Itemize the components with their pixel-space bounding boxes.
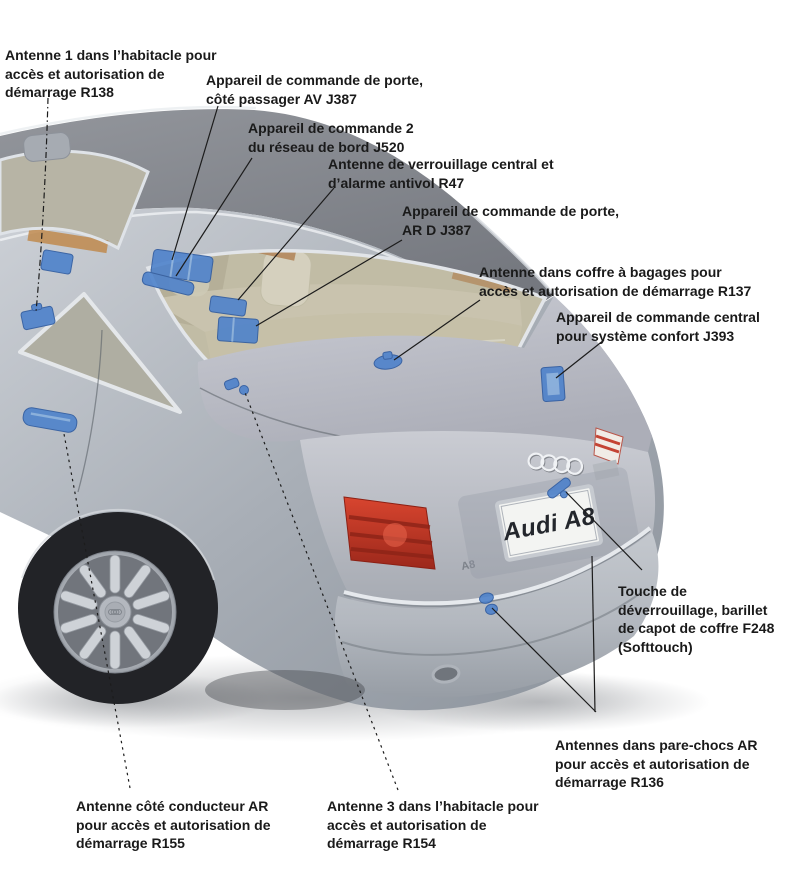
leader-line-r137 (393, 299, 481, 361)
label-line: accès et autorisation de (5, 65, 165, 82)
label-line: Antenne côté conducteur AR (76, 798, 269, 814)
label-line: pour accès et autorisation de (555, 755, 750, 772)
label-ar-d-j387: Appareil de commande de porte, AR D J387 (402, 202, 619, 239)
front-door-window (0, 132, 150, 254)
right-taillight (592, 427, 624, 481)
bumper-chrome-strip (343, 526, 652, 606)
trunk-lid (197, 296, 652, 452)
alloy-rim (53, 550, 177, 674)
label-line: démarrage R138 (5, 84, 114, 100)
label-line: pour accès et autorisation de (76, 816, 271, 833)
leader-line-r138 (35, 97, 49, 313)
label-line: accès et autorisation de démarrage R137 (479, 282, 752, 299)
component-marker-r154 (223, 377, 249, 395)
leader-line-r47 (237, 187, 335, 301)
leader-line-f248 (565, 491, 643, 571)
label-line: Antenne dans coffre à bagages pour (479, 264, 722, 280)
label-line: démarrage R154 (327, 835, 436, 851)
component-marker-r47 (208, 295, 248, 317)
label-line: pour système confort J393 (556, 327, 735, 344)
rear-wheel (18, 508, 218, 704)
door-seam (77, 329, 103, 493)
trunk-badge: A8 (460, 558, 476, 572)
label-line: Touche de (618, 583, 687, 599)
label-line: Appareil de commande 2 (248, 120, 414, 136)
component-marker-j393 (540, 365, 566, 403)
label-j393: Appareil de commande central pour systèm… (556, 308, 760, 345)
roof-edge-highlight (0, 105, 257, 136)
label-line: Appareil de commande central (556, 309, 760, 325)
leader-line-ar-d-j387 (255, 239, 403, 327)
leader-line-r155 (63, 433, 131, 789)
audi-rings-logo (527, 452, 584, 477)
component-marker-ar-d-j387 (216, 316, 260, 344)
hub-rings-logo (108, 609, 122, 615)
label-line: AR D J387 (402, 221, 472, 238)
label-j387-av: Appareil de commande de porte, côté pass… (206, 71, 423, 108)
underbody-shadow (205, 670, 365, 710)
label-line: Antennes dans pare-chocs AR (555, 737, 758, 753)
label-f248: Touche de déverrouillage, barillet de ca… (618, 582, 774, 656)
component-marker-r138 (20, 302, 56, 331)
label-line: démarrage R136 (555, 774, 664, 790)
label-line: accès et autorisation de (327, 816, 487, 833)
label-line: (Softtouch) (618, 638, 693, 655)
label-r136: Antennes dans pare-chocs AR pour accès e… (555, 736, 758, 792)
component-marker-j520 (141, 271, 195, 296)
license-plate: Audi A8 (458, 467, 640, 579)
left-taillight (343, 496, 436, 570)
door-mirror (23, 132, 71, 162)
label-line: déverrouillage, barillet (618, 601, 768, 618)
label-line: Appareil de commande de porte, (402, 203, 620, 219)
leader-line-j393 (555, 339, 605, 379)
leader-line-r136-a (491, 607, 597, 713)
label-r137: Antenne dans coffre à bagages pour accès… (479, 263, 751, 300)
label-r47: Antenne de verrouillage central et d’ala… (328, 155, 554, 192)
label-line: de capot de coffre F248 (618, 620, 775, 636)
component-marker-r137 (373, 351, 403, 370)
component-marker-front-door-unit (40, 249, 74, 275)
reflector (592, 459, 620, 481)
label-line: Appareil de commande de porte, (206, 72, 424, 88)
component-marker-r136 (479, 592, 498, 615)
label-line: côté passager AV J387 (206, 90, 357, 107)
leader-line-j387-av (171, 105, 219, 261)
label-j520: Appareil de commande 2 du réseau de bord… (248, 119, 414, 156)
rear-bumper (334, 526, 659, 698)
label-line: démarrage R155 (76, 835, 185, 851)
component-marker-r155-door-handle (22, 407, 78, 433)
label-line: Antenne de verrouillage central et (328, 156, 554, 172)
label-line: du réseau de bord J520 (248, 138, 405, 155)
leader-line-r136-b (591, 555, 596, 713)
roof-rail-chrome (470, 212, 556, 296)
label-line: Antenne 3 dans l’habitacle pour (327, 798, 539, 814)
label-line: Antenne 1 dans l’habitacle pour (5, 47, 217, 63)
leader-line-j520 (175, 157, 253, 277)
label-r154: Antenne 3 dans l’habitacle pour accès et… (327, 797, 539, 853)
headrest (260, 250, 312, 308)
door-wood-trim (27, 227, 109, 254)
wheel-arch-lip (21, 508, 215, 581)
exhaust-tip (431, 664, 461, 684)
car-roof (0, 109, 554, 321)
label-line: d’alarme antivol R47 (328, 174, 465, 191)
door-wood-trim (239, 250, 297, 261)
label-r138: Antenne 1 dans l’habitacle pour accès et… (5, 46, 217, 102)
label-r155: Antenne côté conducteur AR pour accès et… (76, 797, 271, 853)
